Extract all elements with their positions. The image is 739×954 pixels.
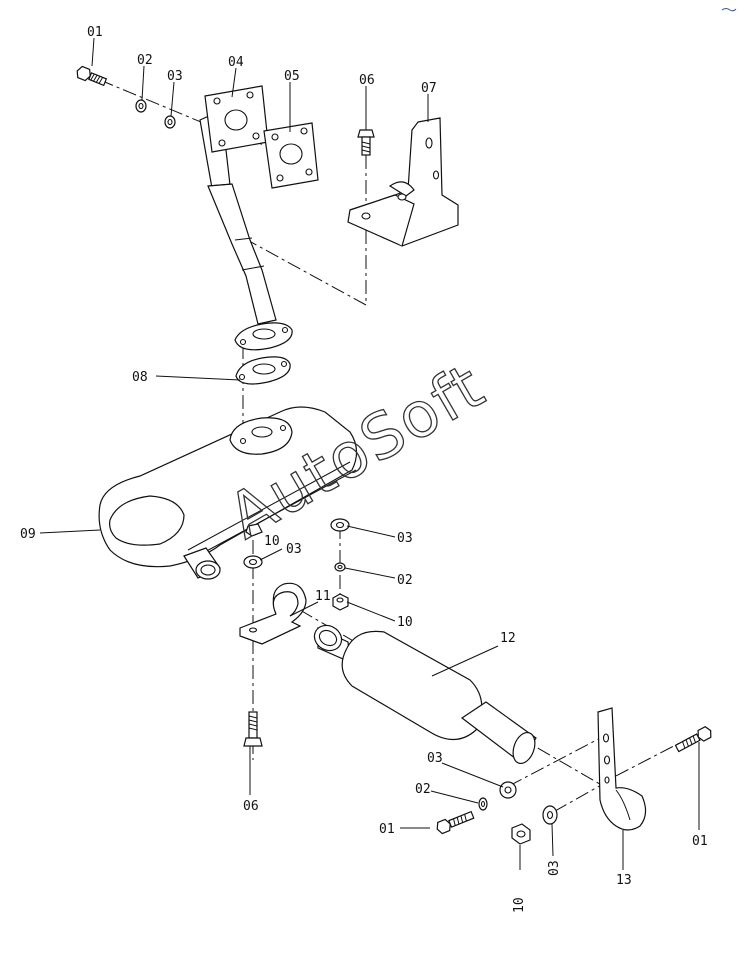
flat-washer-03-middle-right [330,518,350,532]
label-11: 11 [315,589,331,604]
label-02-bottom: 02 [415,782,431,797]
label-10-bottom: 10 [512,897,527,913]
pipe-clamp-11 [239,582,307,645]
label-09: 09 [20,527,36,542]
label-12: 12 [500,631,516,646]
tail-pipe-12 [313,624,537,765]
label-03-middle-right: 03 [397,531,413,546]
spring-washer-02-middle [334,562,346,572]
nut-10-bottom [511,823,531,845]
flat-washer-03-bottom-right [542,805,558,825]
label-03-top: 03 [167,69,183,84]
nut-10-middle [332,593,349,611]
label-01-top: 01 [87,25,103,40]
muffler-09 [98,406,358,580]
gasket-05 [263,122,319,189]
bolt-01-top [76,65,108,87]
label-08: 08 [132,370,148,385]
label-10-right: 10 [397,615,413,630]
label-06-top: 06 [359,73,375,88]
leader-lines [39,37,700,870]
part-labels: 01 02 03 04 05 06 07 08 09 10 03 03 02 1… [20,25,708,913]
label-01-bottom-left: 01 [379,822,395,837]
spring-washer-02-bottom [478,797,488,811]
exhaust-pipe-04 [199,85,293,351]
label-07: 07 [421,81,437,96]
flat-washer-03-bottom-left [499,781,517,799]
bolt-01-right [674,725,712,753]
label-05: 05 [284,69,300,84]
label-06-bottom: 06 [243,799,259,814]
flat-washer-03-middle-left [243,555,263,569]
rear-bracket-13 [597,707,647,831]
label-03-middle-left: 03 [286,542,302,557]
gasket-08 [235,356,291,385]
label-02-top: 02 [137,53,153,68]
bolt-06-top [357,129,375,156]
bolt-01-left [436,810,475,835]
label-02-middle: 02 [397,573,413,588]
bracket-07 [347,117,459,247]
label-03-bottom-right: 03 [547,860,562,876]
label-04: 04 [228,55,244,70]
bolt-06-bottom [243,711,263,747]
label-01-right: 01 [692,834,708,849]
corner-mark [721,8,737,12]
flat-washer-03-top [164,115,176,129]
label-03-bottom-left: 03 [427,751,443,766]
label-13: 13 [616,873,632,888]
label-10-middle: 10 [264,534,280,549]
spring-washer-02-top [135,99,147,113]
